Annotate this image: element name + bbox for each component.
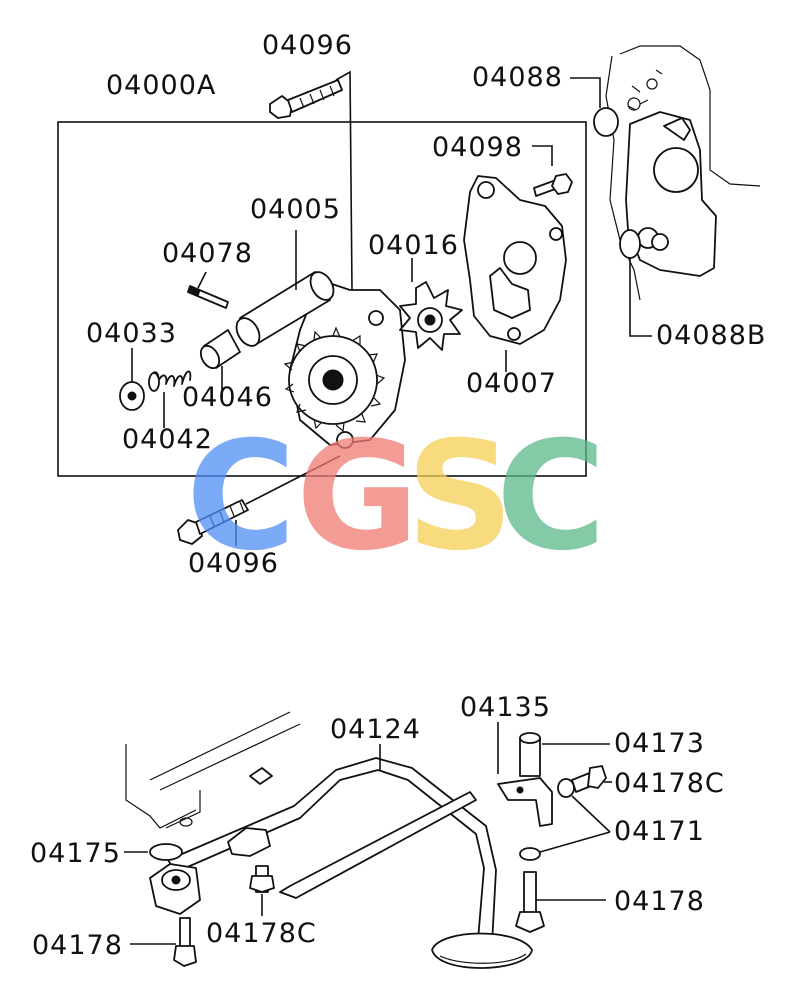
watermark-letter-4: C xyxy=(496,410,606,584)
rotor xyxy=(399,281,463,351)
watermark-letter-2: G xyxy=(296,410,419,584)
label-bolt-right: 04178 xyxy=(614,886,705,917)
label-bolt-bottom: 04096 xyxy=(188,548,279,579)
label-plug: 04033 xyxy=(86,318,177,349)
label-pin: 04078 xyxy=(162,238,253,269)
bracket xyxy=(497,777,553,827)
bolt-right xyxy=(515,871,545,933)
label-bracket: 04135 xyxy=(460,692,551,723)
label-strainer: 04124 xyxy=(330,714,421,745)
washer xyxy=(519,847,541,861)
cover-bolt xyxy=(533,173,573,197)
plug xyxy=(119,381,145,411)
spacer xyxy=(519,732,541,777)
bolt-c-left xyxy=(249,865,275,893)
label-bolt-top: 04096 xyxy=(262,30,353,61)
pump-housing xyxy=(235,271,406,449)
bolt-c-right xyxy=(557,765,607,798)
bolt-left xyxy=(173,917,197,967)
plunger xyxy=(199,329,241,370)
oil-pan xyxy=(125,711,301,829)
gasket-top xyxy=(593,107,619,137)
label-washer: 04171 xyxy=(614,816,705,847)
o-ring xyxy=(149,843,183,861)
label-cover: 04007 xyxy=(466,368,557,399)
spring xyxy=(148,370,192,392)
pin xyxy=(187,285,229,309)
label-bolt-left: 04178 xyxy=(32,930,123,961)
label-plunger: 04046 xyxy=(182,382,273,413)
label-spring: 04042 xyxy=(122,424,213,455)
bolt-bottom xyxy=(177,499,249,545)
label-rotor: 04016 xyxy=(368,230,459,261)
watermark-letter-3: S xyxy=(406,410,514,584)
strainer-tube xyxy=(149,757,533,969)
watermark-logo: C G S C xyxy=(186,410,606,584)
label-assembly: 04000A xyxy=(106,70,216,101)
watermark-letter-1: C xyxy=(186,410,296,584)
label-gasket-bottom: 04088B xyxy=(656,320,766,351)
label-o-ring: 04175 xyxy=(30,838,121,869)
label-bolt-c-right: 04178C xyxy=(614,768,725,799)
label-gasket-top: 04088 xyxy=(472,62,563,93)
pump-cover xyxy=(463,175,567,345)
label-cover-bolt: 04098 xyxy=(432,132,523,163)
gasket-bottom xyxy=(619,229,641,259)
label-spacer: 04173 xyxy=(614,728,705,759)
engine-block xyxy=(605,45,761,301)
label-bolt-c-left: 04178C xyxy=(206,918,317,949)
label-housing: 04005 xyxy=(250,194,341,225)
bolt-top xyxy=(269,79,343,119)
assembly-frame xyxy=(57,121,587,477)
